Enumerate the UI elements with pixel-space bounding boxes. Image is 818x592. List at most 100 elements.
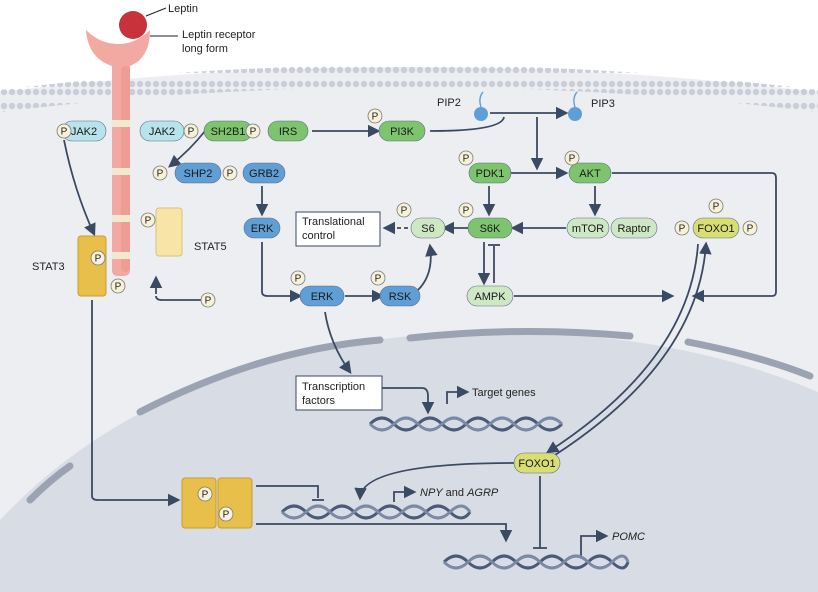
node-pdk1: PDK1 (468, 162, 512, 184)
phosphate-label: P (463, 206, 470, 217)
phosphate-18: P (742, 220, 758, 236)
node-erk2: ERK (299, 285, 345, 307)
phosphate-5: P (222, 165, 238, 181)
node-label-foxo1-nuc: FOXO1 (518, 458, 555, 470)
phosphate-7: P (564, 150, 580, 166)
node-jak2-right: JAK2 (139, 120, 185, 142)
phosphate-12: P (90, 250, 106, 266)
phosphate-label: P (401, 206, 408, 217)
node-rsk: RSK (379, 285, 421, 307)
phosphate-label: P (713, 202, 720, 213)
node-label-s6k: S6K (480, 223, 501, 235)
pip3-label: PIP3 (591, 98, 615, 110)
stat3-dimer (77, 235, 107, 297)
npy-agrp-label: NPY and AGRP (420, 487, 499, 499)
translational-label-1: Translational (302, 216, 365, 228)
phosphate-label: P (157, 169, 164, 180)
phosphate-4: P (152, 165, 168, 181)
node-foxo1-nuc: FOXO1 (513, 452, 561, 474)
node-label-ampk: AMPK (474, 291, 506, 303)
phosphate-13: P (110, 278, 126, 294)
phosphate-label: P (227, 169, 234, 180)
node-grb2: GRB2 (242, 162, 286, 184)
pip2-icon (474, 107, 488, 121)
phosphate-11: P (396, 202, 412, 218)
pathway-arrows (63, 106, 777, 556)
stat3-label: STAT3 (32, 261, 65, 273)
node-label-raptor: Raptor (617, 223, 650, 235)
node-pi3k: PI3K (378, 120, 426, 142)
phosphate-label: P (372, 112, 379, 123)
node-label-sh2b1: SH2B1 (211, 126, 246, 138)
node-raptor: Raptor (610, 217, 658, 239)
node-label-erk2: ERK (311, 291, 334, 303)
node-label-jak2-right: JAK2 (149, 126, 175, 138)
transcription-label-2: factors (302, 395, 336, 407)
phosphate-label: P (463, 154, 470, 165)
npy-gene: NPY (420, 487, 443, 499)
phosphate-1: P (183, 123, 199, 139)
node-label-akt: AKT (579, 168, 601, 180)
node-label-pi3k: PI3K (390, 126, 415, 138)
phosphate-9: P (290, 270, 306, 286)
pip3-icon (568, 107, 582, 121)
phosphate-label: P (747, 224, 754, 235)
node-label-s6: S6 (421, 223, 434, 235)
leptin-receptor (86, 30, 150, 276)
pip2-label: PIP2 (437, 97, 461, 109)
dna-target-genes (368, 416, 564, 432)
translational-control-box (295, 211, 381, 247)
phosphate-label: P (223, 510, 230, 521)
node-s6: S6 (410, 217, 446, 239)
phosphate-label: P (188, 127, 195, 138)
node-label-pdk1: PDK1 (476, 168, 505, 180)
node-s6k: S6K (467, 217, 513, 239)
node-label-erk1: ERK (251, 223, 274, 235)
dna-npy-agrp (280, 504, 472, 520)
phosphate-20: P (218, 506, 234, 522)
leptin-label: Leptin (168, 3, 198, 15)
stat5-label: STAT5 (194, 241, 227, 253)
transcription-factors-box (295, 375, 383, 411)
phosphate-label: P (295, 274, 302, 285)
phosphate-0: P (56, 123, 72, 139)
transcription-label-1: Transcription (302, 381, 365, 393)
phosphate-label: P (375, 274, 382, 285)
agrp-gene: AGRP (466, 487, 499, 499)
phosphate-label: P (569, 154, 576, 165)
node-label-mtor: mTOR (572, 223, 604, 235)
phosphate-3: P (367, 108, 383, 124)
phosphate-14: P (200, 292, 216, 308)
phosphate-label: P (115, 282, 122, 293)
phosphate-label: P (145, 216, 152, 227)
phosphate-6: P (458, 150, 474, 166)
translational-label-2: control (302, 230, 335, 242)
phosphate-2: P (245, 123, 261, 139)
node-label-jak2-left: JAK2 (71, 126, 97, 138)
node-label-irs: IRS (279, 126, 297, 138)
phosphate-label: P (61, 127, 68, 138)
phosphate-label: P (679, 224, 686, 235)
leptin-ligand (119, 11, 147, 39)
phosphate-10: P (370, 270, 386, 286)
node-mtor: mTOR (566, 217, 610, 239)
node-ampk: AMPK (466, 285, 514, 307)
nuclear-envelope (136, 336, 384, 416)
pomc-label: POMC (612, 531, 645, 543)
phosphate-15: P (140, 212, 156, 228)
phosphate-label: P (250, 127, 257, 138)
phosphate-label: P (205, 296, 212, 307)
phosphate-label: P (95, 254, 102, 265)
phosphate-17: P (708, 198, 724, 214)
plasma-membrane (0, 65, 818, 112)
npy-agrp-conj: and (443, 487, 467, 499)
node-label-grb2: GRB2 (249, 168, 279, 180)
node-erk1: ERK (243, 217, 281, 239)
node-label-foxo1-cyto: FOXO1 (697, 223, 734, 235)
phosphate-19: P (197, 486, 213, 502)
node-foxo1-cyto: FOXO1 (692, 217, 740, 239)
receptor-label-1: Leptin receptor (182, 29, 256, 41)
phosphate-16: P (674, 220, 690, 236)
